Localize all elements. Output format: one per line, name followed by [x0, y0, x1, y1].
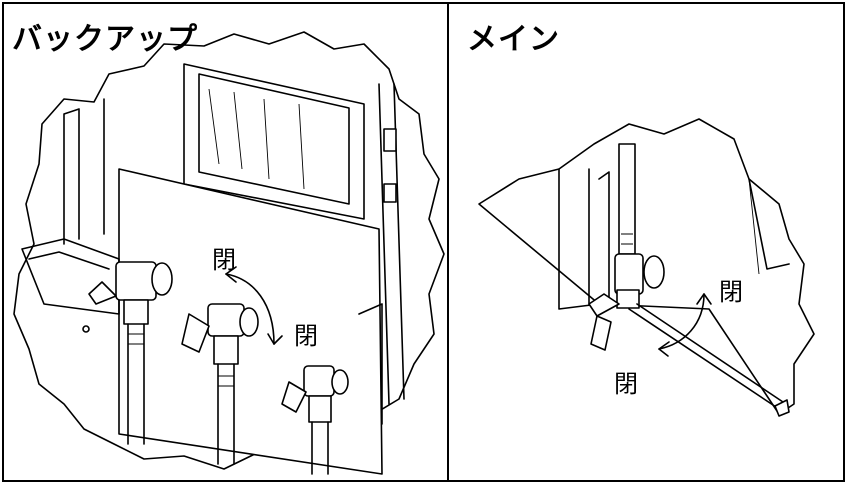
backup-valve-2 [181, 303, 259, 465]
tank-opening [183, 63, 365, 220]
main-supply-pipe [618, 143, 636, 255]
cutaway-outline [13, 31, 445, 470]
panel-divider [447, 2, 449, 482]
backup-title: バックアップ [12, 22, 198, 57]
main-panel: メイン 閉 閉 [449, 4, 843, 480]
drain-rod [628, 308, 780, 410]
main-valve [588, 253, 665, 351]
backup-panel: バックアップ 閉 閉 [4, 4, 447, 480]
rail-bracket [383, 128, 397, 152]
close-label-top: 閉 [212, 246, 236, 274]
figure-frame [2, 2, 845, 482]
arrow-curve-top [225, 273, 275, 345]
close-label-bottom: 閉 [294, 322, 318, 350]
backup-valve-illustration [13, 31, 445, 475]
main-arrow-curve [658, 293, 705, 350]
close-label-right: 閉 [719, 278, 743, 306]
main-title: メイン [467, 22, 560, 57]
backup-valve-3 [281, 365, 349, 475]
main-valve-illustration [478, 118, 815, 417]
close-label-bottom-main: 閉 [614, 370, 638, 398]
backup-valve-1 [88, 261, 173, 445]
